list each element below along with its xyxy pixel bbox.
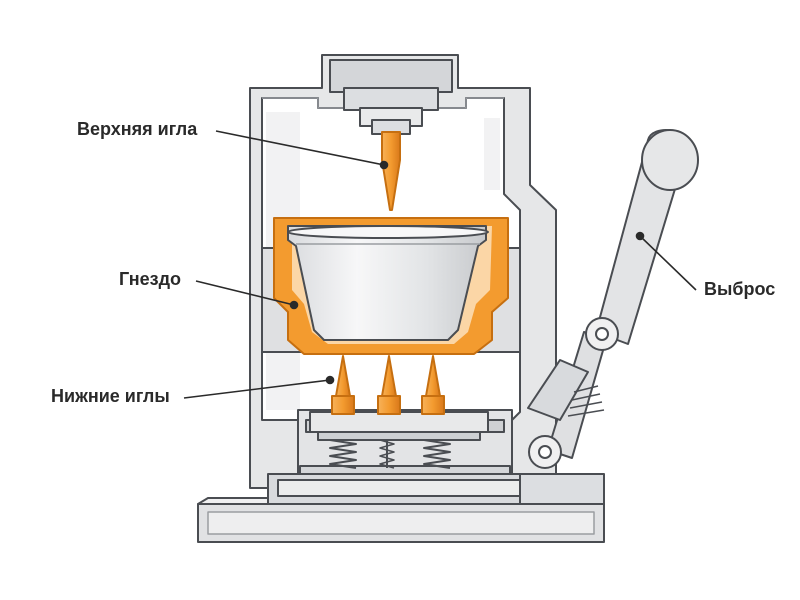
capsule-cup — [287, 225, 489, 341]
label-nest: Гнездо — [119, 269, 182, 289]
leader-upper-needle — [215, 130, 385, 166]
needle-carrier — [309, 411, 489, 441]
leader-nest-dot — [289, 300, 299, 310]
leader-eject-dot — [635, 231, 645, 241]
label-eject: Выброс — [704, 279, 776, 299]
leader-lower-needles-dot — [325, 375, 335, 385]
base-plate — [197, 473, 605, 543]
label-lower-needles: Нижние иглы — [51, 386, 170, 406]
upper-needle — [381, 131, 401, 211]
leader-nest — [195, 280, 295, 306]
top-cap — [329, 59, 453, 127]
lower-needles — [331, 355, 445, 415]
leader-eject — [639, 235, 697, 291]
label-upper-needle: Верхняя игла — [77, 119, 198, 139]
leader-lower-needles — [183, 379, 331, 399]
leader-upper-needle-dot — [379, 160, 389, 170]
